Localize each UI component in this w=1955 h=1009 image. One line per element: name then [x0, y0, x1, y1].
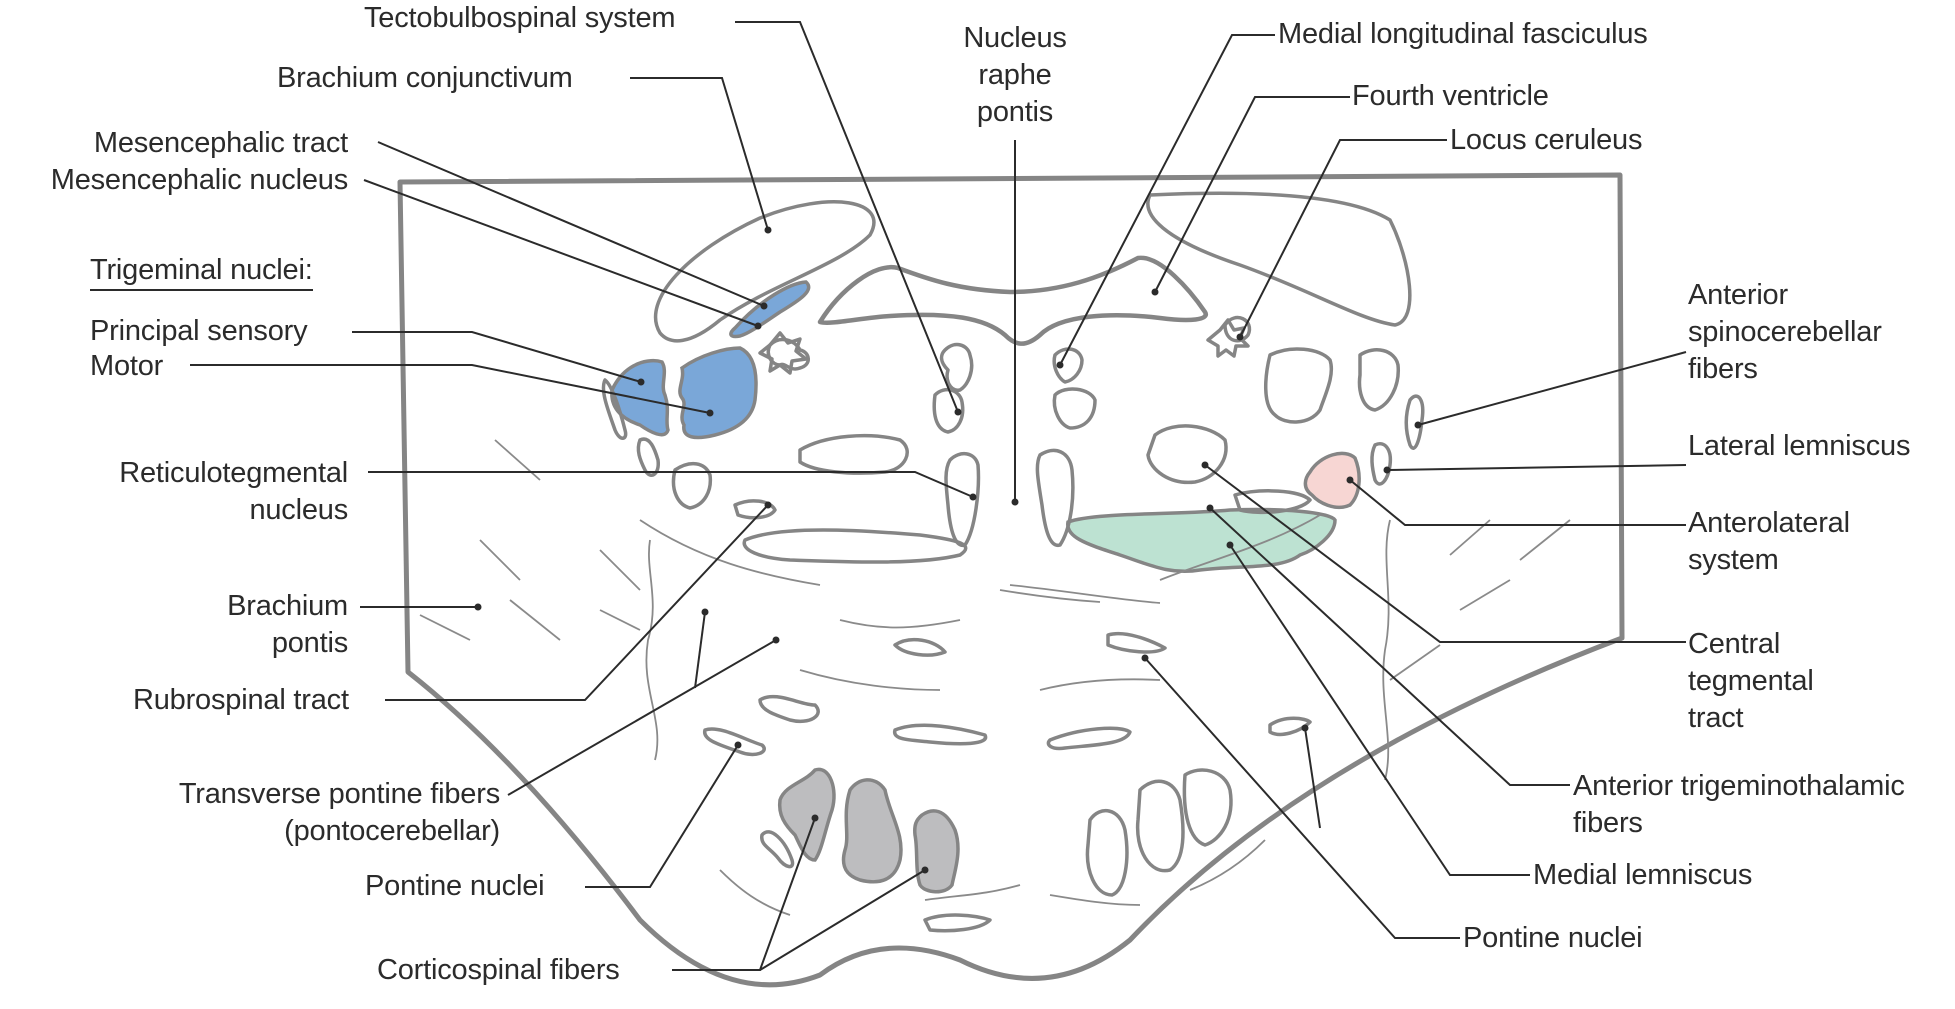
label-line: pontis: [271, 627, 348, 659]
label-motor: Motor: [90, 350, 164, 382]
label-line: (pontocerebellar): [284, 815, 500, 847]
corticospinal-fibers-1: [777, 767, 836, 862]
label-medial-longitudinal-fasciculus: Medial longitudinal fasciculus: [1278, 18, 1648, 50]
label-transverse-pontine-fibers: Transverse pontine fibers (pontocerebell…: [60, 776, 500, 850]
fiber-strokes: [419, 439, 1571, 916]
label-brachium-pontis: Brachium pontis: [40, 588, 348, 662]
label-reticulotegmental-nucleus: Reticulotegmental nucleus: [40, 455, 348, 529]
label-line: Nucleus: [963, 22, 1067, 54]
label-line: fibers: [1573, 807, 1643, 839]
label-pontine-nuclei-left: Pontine nuclei: [365, 870, 545, 902]
label-line: spinocerebellar: [1688, 316, 1882, 348]
label-line: Anterior: [1688, 279, 1788, 311]
label-line: Anterior trigeminothalamic: [1573, 770, 1905, 802]
label-trigeminal-nuclei-heading: Trigeminal nuclei:: [90, 253, 313, 291]
label-brachium-conjunctivum: Brachium conjunctivum: [277, 62, 573, 94]
label-fourth-ventricle: Fourth ventricle: [1352, 80, 1549, 112]
label-mesencephalic-tract: Mesencephalic tract: [93, 127, 348, 159]
label-pontine-nuclei-right: Pontine nuclei: [1463, 922, 1643, 954]
section-outline: [397, 172, 1625, 988]
label-line: Reticulotegmental: [119, 457, 348, 489]
label-lateral-lemniscus: Lateral lemniscus: [1688, 430, 1911, 462]
label-line: pontis: [976, 96, 1054, 128]
motor-nucleus: [678, 346, 758, 440]
label-line: Central: [1688, 628, 1781, 660]
label-anterior-spinocerebellar-fibers: Anterior spinocerebellar fibers: [1688, 277, 1882, 388]
leader-lines: [190, 21, 1687, 971]
principal-sensory-nucleus: [610, 358, 670, 437]
label-anterior-trigeminothalamic-fibers: Anterior trigeminothalamic fibers: [1573, 768, 1905, 842]
label-line: Brachium: [227, 590, 348, 622]
corticospinal-fibers-3: [913, 809, 960, 894]
label-line: tegmental: [1688, 665, 1814, 697]
label-line: fibers: [1688, 353, 1758, 385]
label-line: Transverse pontine fibers: [178, 778, 500, 810]
corticospinal-fibers-2: [841, 778, 903, 884]
brachium-conjunctivum-left: [653, 200, 876, 343]
label-line: nucleus: [249, 494, 348, 526]
label-line: raphe: [978, 59, 1052, 91]
tegmental-structures: [601, 315, 1425, 933]
label-tectobulbospinal-system: Tectobulbospinal system: [364, 2, 676, 34]
label-anterolateral-system: Anterolateral system: [1688, 505, 1850, 579]
label-line: tract: [1688, 702, 1744, 734]
label-corticospinal-fibers: Corticospinal fibers: [377, 954, 620, 986]
label-locus-ceruleus: Locus ceruleus: [1450, 124, 1643, 156]
brachium-conjunctivum-right: [1146, 191, 1412, 327]
label-line: system: [1688, 544, 1779, 576]
label-mesencephalic-nucleus: Mesencephalic nucleus: [50, 164, 348, 196]
label-medial-lemniscus: Medial lemniscus: [1533, 859, 1753, 891]
label-nucleus-raphe-pontis: Nucleus raphe pontis: [930, 20, 1100, 131]
label-principal-sensory: Principal sensory: [90, 315, 308, 347]
label-line: Anterolateral: [1688, 507, 1850, 539]
fourth-ventricle-outline: [817, 255, 1208, 346]
label-rubrospinal-tract: Rubrospinal tract: [133, 684, 349, 716]
medial-lemniscus-region: [1066, 507, 1337, 574]
label-central-tegmental-tract: Central tegmental tract: [1688, 626, 1814, 737]
anterolateral-system-region: [1303, 451, 1361, 510]
